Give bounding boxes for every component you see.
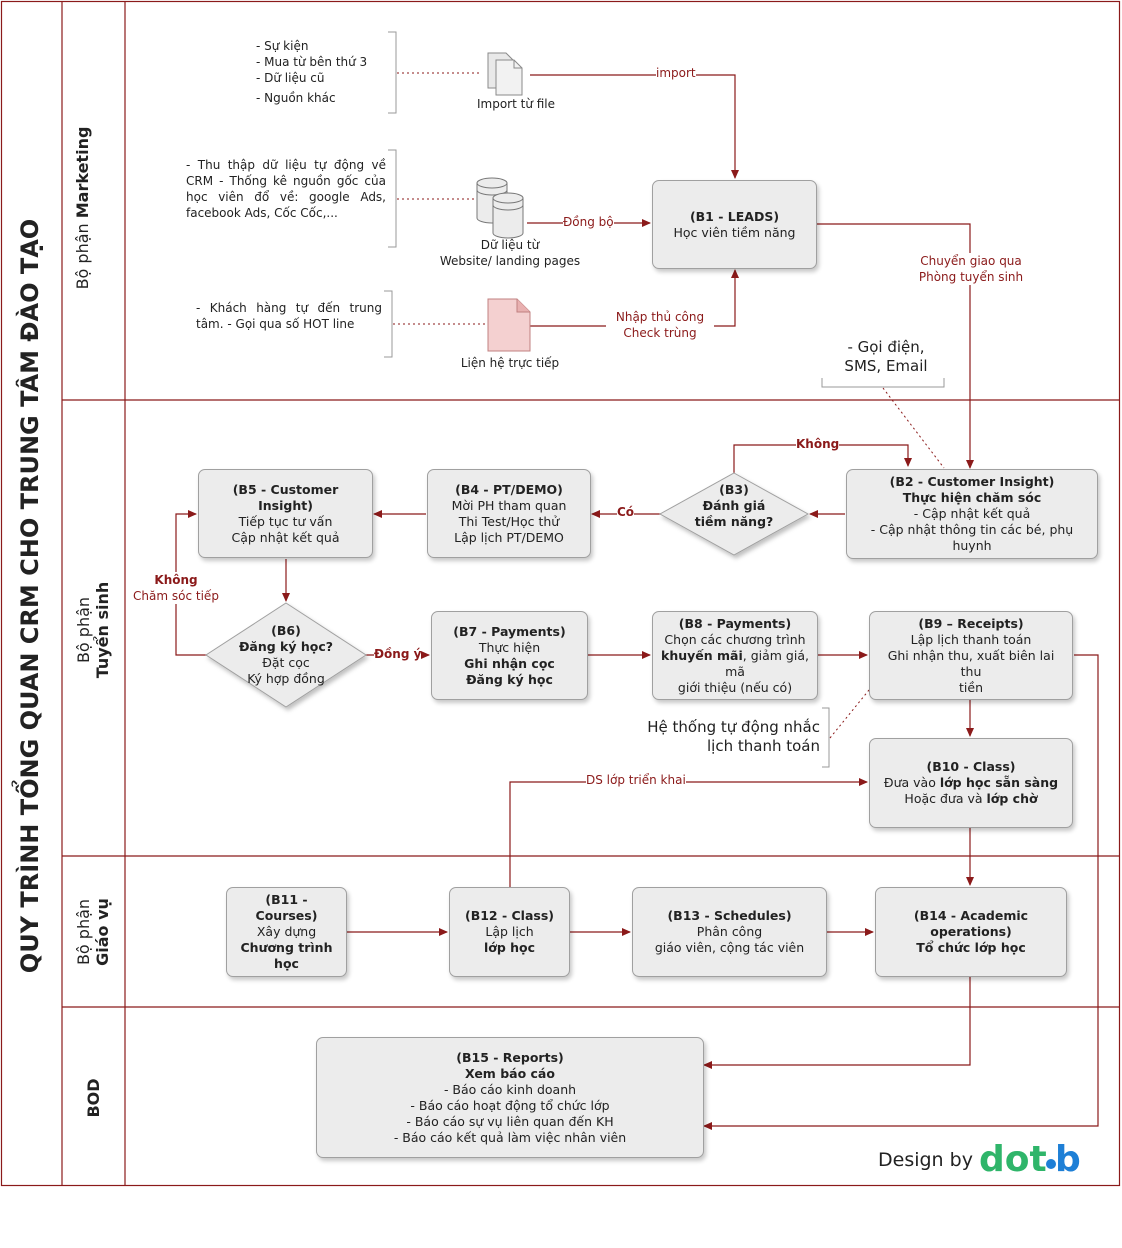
step-b1-leads[interactable]: (B1 - LEADS) Học viên tiềm năng	[652, 180, 817, 269]
document-icon	[487, 298, 531, 352]
step-b2-customer-insight[interactable]: (B2 - Customer Insight) Thực hiện chăm s…	[846, 469, 1098, 559]
step-b9-receipts[interactable]: (B9 – Receipts) Lập lịch thanh toán Ghi …	[869, 611, 1073, 700]
source-brackets	[384, 31, 945, 768]
step-b5-customer-insight[interactable]: (B5 - Customer Insight) Tiếp tục tư vấn …	[198, 469, 373, 558]
web-source-list: - Thu thập dữ liệu tự động về CRM - Thốn…	[186, 158, 386, 220]
edge-label-dong-bo: Đồng bộ	[563, 215, 614, 229]
edge-label-import: import	[656, 66, 696, 80]
step-b7-payments[interactable]: (B7 - Payments) Thực hiện Ghi nhận cọc Đ…	[431, 611, 588, 700]
dotted-links	[393, 72, 945, 739]
decision-b6-shape	[205, 602, 367, 708]
step-b4-pt-demo[interactable]: (B4 - PT/DEMO) Mời PH tham quan Thi Test…	[427, 469, 591, 558]
step-b10-class[interactable]: (B10 - Class) Đưa vào lớp học sẵn sàng H…	[869, 738, 1073, 828]
step-b14-academic-operations[interactable]: (B14 - Academic operations) Tổ chức lớp …	[875, 887, 1067, 977]
direct-source-list: - Khách hàng tự đến trung tâm. - Gọi qua…	[196, 301, 382, 331]
import-source-item: - Nguồn khác	[256, 91, 336, 105]
dotb-logo: dot b	[979, 1139, 1081, 1180]
edge-label-nhap-thu-cong: Nhập thủ công Check trùng	[606, 309, 714, 341]
design-by-label: Design by	[878, 1149, 973, 1171]
edge-label-co: Có	[617, 505, 635, 519]
import-source-list: - Sự kiện - Mua từ bên thứ 3 - Dữ liệu c…	[256, 38, 367, 106]
lane-marketing-label: Bộ phận Marketing	[73, 126, 92, 290]
decision-b3-label[interactable]: (B3) Đánh giá tiềm năng?	[694, 482, 774, 529]
import-source-item: - Sự kiện	[256, 39, 309, 53]
file-icon	[487, 52, 523, 96]
import-source-item: - Mua từ bên thứ 3	[256, 55, 368, 69]
contact-channels-note: - Gọi điện, SMS, Email	[844, 338, 928, 375]
import-source-item: - Dữ liệu cũ	[256, 71, 325, 85]
edge-label-chuyen-giao: Chuyển giao qua Phòng tuyển sinh	[910, 253, 1032, 285]
web-icon-label: Dữ liệu từ Website/ landing pages	[439, 238, 581, 268]
step-b15-reports[interactable]: (B15 - Reports) Xem báo cáo - Báo cáo ki…	[316, 1037, 704, 1158]
decision-b6-label[interactable]: (B6) Đăng ký học? Đặt cọc Ký hợp đồng	[238, 623, 334, 686]
decision-b3-shape	[658, 472, 810, 556]
page-title: QUY TRÌNH TỔNG QUAN CRM CHO TRUNG TÂM ĐÀ…	[16, 218, 44, 974]
step-b12-class[interactable]: (B12 - Class) Lập lịch lớp học	[449, 887, 570, 977]
edge-label-dong-y: Đồng ý	[374, 647, 422, 661]
svg-text:b: b	[1055, 1139, 1081, 1180]
svg-text:dot: dot	[979, 1139, 1047, 1180]
import-icon-label: Import từ file	[476, 97, 556, 111]
payment-reminder-note: Hệ thống tự động nhắc lịch thanh toán	[647, 718, 820, 755]
step-b8-payments[interactable]: (B8 - Payments) Chọn các chương trình kh…	[652, 611, 818, 700]
swimlane-grid	[0, 0, 1121, 1187]
flow-canvas: dot b	[0, 0, 1121, 1187]
database-icon	[476, 177, 524, 239]
edge-label-khong-b3: Không	[796, 437, 840, 451]
step-b11-courses[interactable]: (B11 - Courses) Xây dựng Chương trình họ…	[226, 887, 347, 977]
step-b13-schedules[interactable]: (B13 - Schedules) Phân công giáo viên, c…	[632, 887, 827, 977]
lane-bod-label: BOD	[84, 1078, 103, 1118]
direct-icon-label: Liện hệ trực tiếp	[460, 356, 560, 370]
lane-tuyensinh-label: Bộ phận Tuyển sinh	[74, 581, 112, 679]
edge-label-khong-b6: Không Chăm sóc tiếp	[130, 572, 222, 604]
edge-label-ds-lop: DS lớp triển khai	[586, 773, 686, 787]
